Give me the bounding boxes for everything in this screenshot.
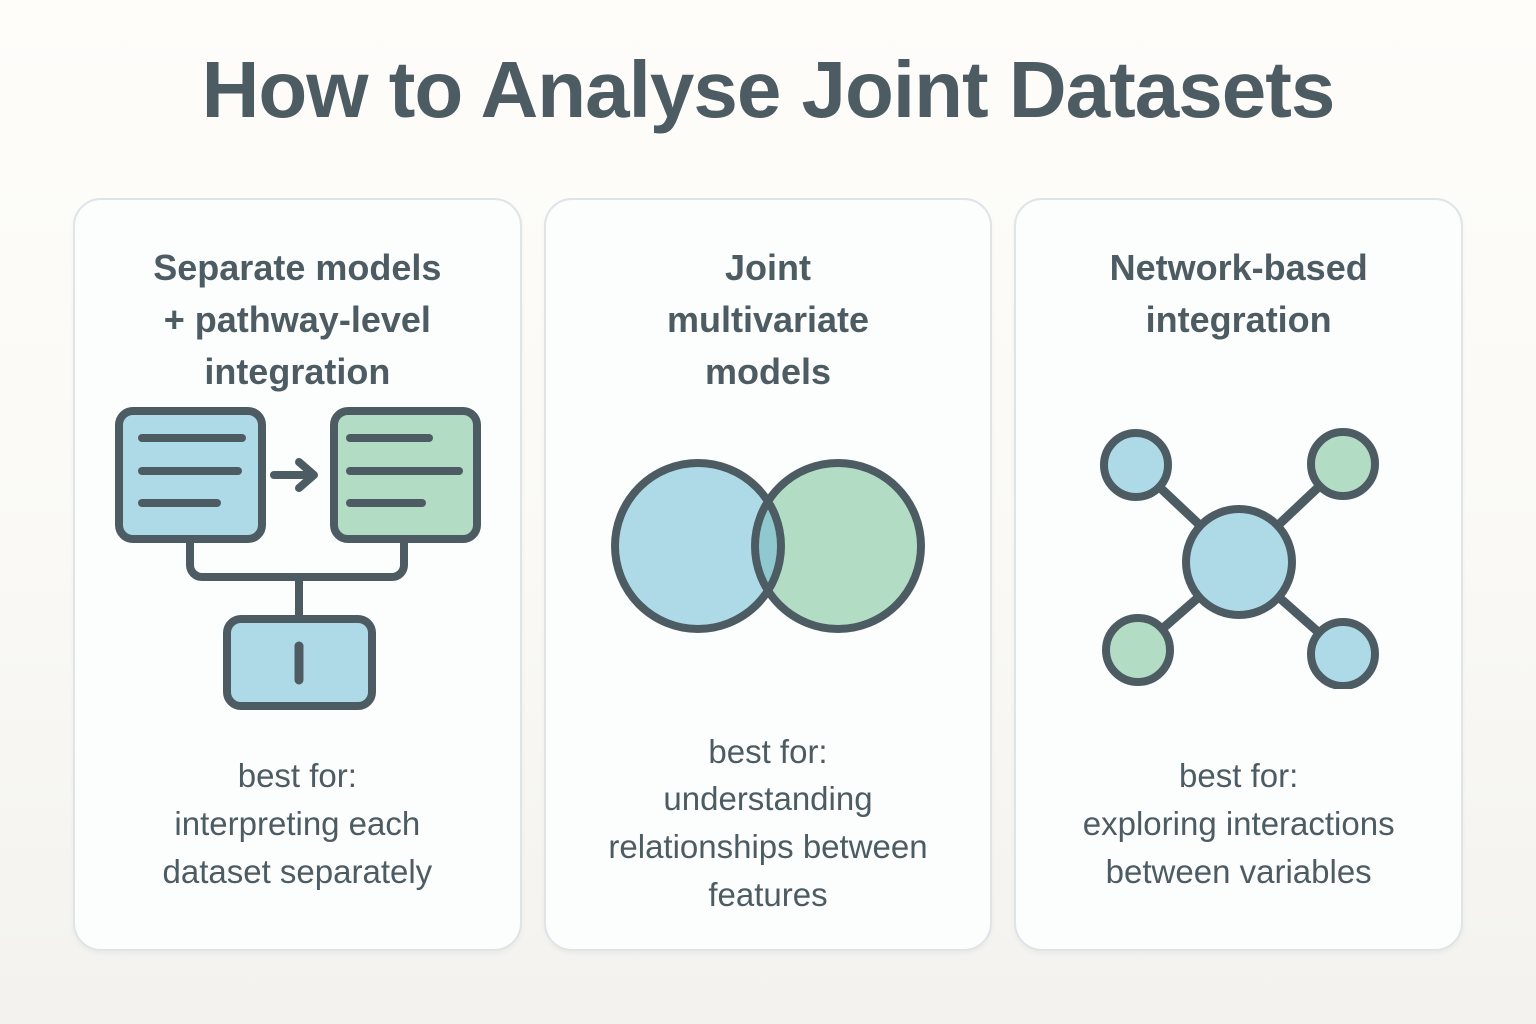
card-network-based: Network-based integration — [1014, 198, 1464, 951]
venn-overlap-icon — [603, 400, 933, 692]
network-graphic — [1099, 428, 1379, 689]
best-for-label: best for: — [708, 732, 828, 770]
best-for-description: interpreting each dataset separately — [162, 804, 433, 890]
venn-circle-green — [755, 462, 921, 629]
network-hub-node — [1181, 505, 1296, 619]
best-for-block: best for: understanding relationships be… — [608, 728, 927, 919]
best-for-block: best for: interpreting each dataset sepa… — [163, 752, 433, 896]
network-graph-icon — [1071, 400, 1407, 716]
card-joint-multivariate: Joint multivariate models best for: unde… — [543, 198, 993, 951]
best-for-label: best for: — [237, 757, 357, 794]
network-node-top-left — [1099, 429, 1172, 501]
best-for-description: exploring interactions between variables — [1082, 804, 1395, 890]
best-for-description: understanding relationships between feat… — [608, 780, 928, 914]
dataset-blue-text-lines — [138, 434, 247, 507]
network-node-bottom-left — [1101, 614, 1174, 686]
card-title: Joint multivariate models — [666, 247, 870, 392]
card-separate-models: Separate models + pathway-level integrat… — [73, 198, 522, 951]
venn-circle-blue — [615, 462, 781, 629]
merge-flow-graphic — [115, 407, 482, 710]
cards-row: Separate models + pathway-level integrat… — [73, 198, 1464, 951]
card-title: Network-based integration — [1109, 247, 1368, 340]
best-for-block: best for: exploring interactions between… — [1083, 752, 1395, 896]
merge-flow-icon — [113, 400, 482, 716]
arrow-right-icon — [270, 458, 319, 492]
network-node-top-right — [1306, 428, 1379, 500]
merge-connector-lines — [186, 535, 409, 623]
dataset-green-text-lines — [346, 434, 464, 507]
card-title: Separate models + pathway-level integrat… — [153, 247, 442, 392]
network-node-bottom-right — [1306, 618, 1379, 689]
venn-graphic — [611, 458, 925, 633]
best-for-label: best for: — [1179, 757, 1299, 794]
page-title: How to Analyse Joint Datasets — [201, 45, 1336, 134]
